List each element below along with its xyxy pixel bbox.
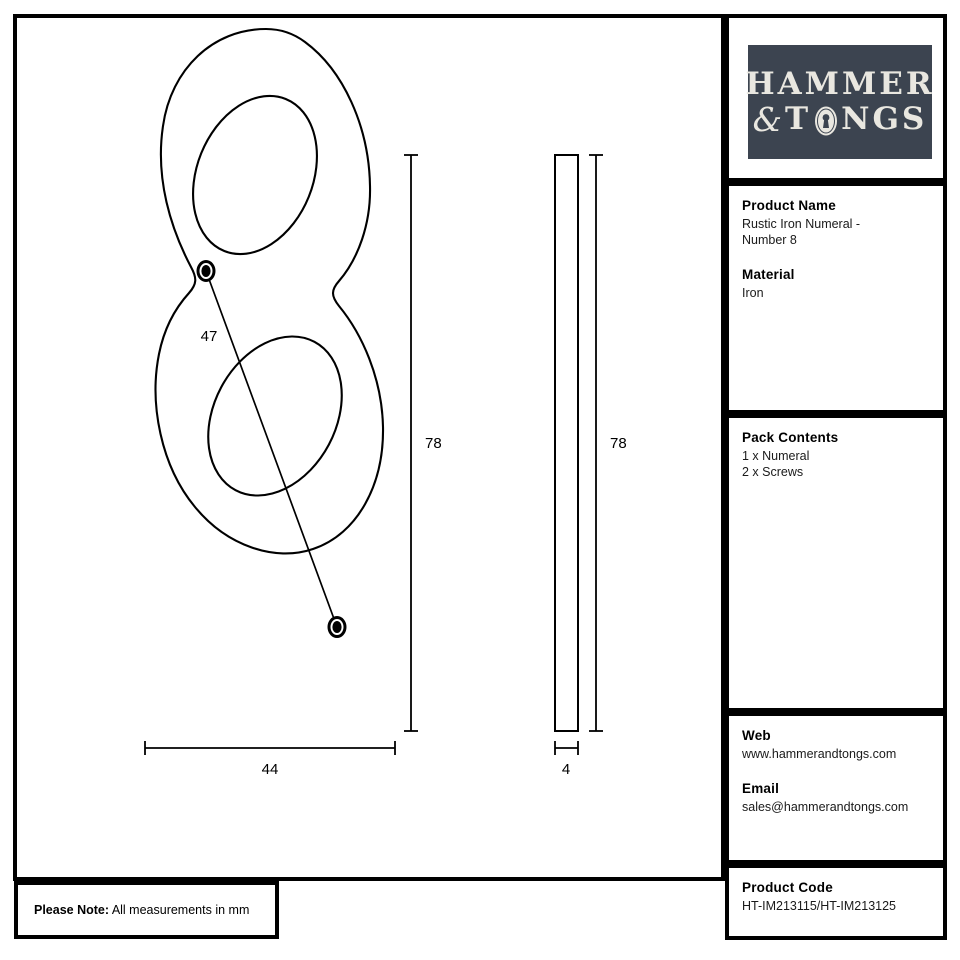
product-name-label: Product Name: [742, 198, 836, 213]
fixing-hole-lower: [327, 616, 347, 638]
pack-item: 2 x Screws: [742, 465, 804, 479]
product-name-line-1: Rustic Iron Numeral -: [742, 217, 861, 231]
dim-height-side: [589, 154, 603, 732]
logo-ampersand: &: [752, 99, 783, 139]
please-note-label: Please Note:: [34, 903, 110, 917]
dim-height-front: [404, 154, 418, 732]
dim-label-height-side: 78: [610, 435, 627, 452]
product-code-label: Product Code: [742, 880, 833, 895]
pack-contents-label: Pack Contents: [742, 430, 839, 445]
pack-contents-panel: Pack Contents 1 x Numeral 2 x Screws: [725, 414, 947, 712]
email-group: Email sales@hammerandtongs.com: [742, 781, 933, 815]
dim-label-width-front: 44: [262, 761, 279, 778]
drawing-frame: [13, 14, 725, 881]
hole-spacing-line: [205, 270, 338, 628]
drawing-canvas: 47 78 44 78: [144, 27, 627, 778]
dim-thickness-side: [554, 741, 579, 755]
product-code-panel: Product Code HT-IM213115/HT-IM213125: [725, 864, 947, 940]
numeral-outline: [154, 27, 385, 555]
dim-label-height-front: 78: [425, 435, 442, 452]
brand-logo: HAMMER & T NGS: [745, 45, 935, 159]
please-note-value: All measurements in mm: [109, 903, 250, 917]
product-info-panel: Product Name Rustic Iron Numeral - Numbe…: [725, 182, 947, 414]
lower-counter: [207, 335, 343, 497]
side-view-profile: [554, 154, 579, 732]
web-group: Web www.hammerandtongs.com: [742, 728, 933, 762]
material-value: Iron: [742, 286, 764, 300]
logo-hammer-text: HAMMER: [745, 65, 935, 102]
logo-tongs-text-before: T: [785, 100, 812, 137]
logo-tongs-row: & T NGS: [753, 103, 928, 136]
brand-logo-panel: HAMMER & T NGS: [725, 14, 947, 182]
web-label: Web: [742, 728, 771, 743]
pack-item: 1 x Numeral: [742, 449, 810, 463]
material-group: Material Iron: [742, 267, 933, 301]
material-label: Material: [742, 267, 795, 282]
product-name-value: Rustic Iron Numeral - Number 8: [742, 216, 933, 248]
email-value[interactable]: sales@hammerandtongs.com: [742, 800, 909, 814]
pack-contents-list: 1 x Numeral 2 x Screws: [742, 448, 933, 480]
dim-width-front: [144, 741, 396, 755]
keyhole-icon: [814, 106, 838, 136]
product-name-group: Product Name Rustic Iron Numeral - Numbe…: [742, 198, 933, 248]
dim-label-hole-spacing: 47: [201, 328, 218, 345]
dim-label-thickness-side: 4: [562, 761, 570, 778]
email-label: Email: [742, 781, 780, 796]
please-note-box: Please Note: All measurements in mm: [14, 881, 279, 939]
fixing-hole-upper: [196, 260, 216, 282]
web-value[interactable]: www.hammerandtongs.com: [742, 747, 897, 761]
logo-tongs-text-after: NGS: [841, 100, 928, 137]
product-name-line-2: Number 8: [742, 233, 797, 247]
product-code-value: HT-IM213115/HT-IM213125: [742, 899, 897, 913]
please-note-text: Please Note: All measurements in mm: [34, 903, 249, 917]
upper-counter: [192, 94, 318, 256]
contact-panel: Web www.hammerandtongs.com Email sales@h…: [725, 712, 947, 864]
